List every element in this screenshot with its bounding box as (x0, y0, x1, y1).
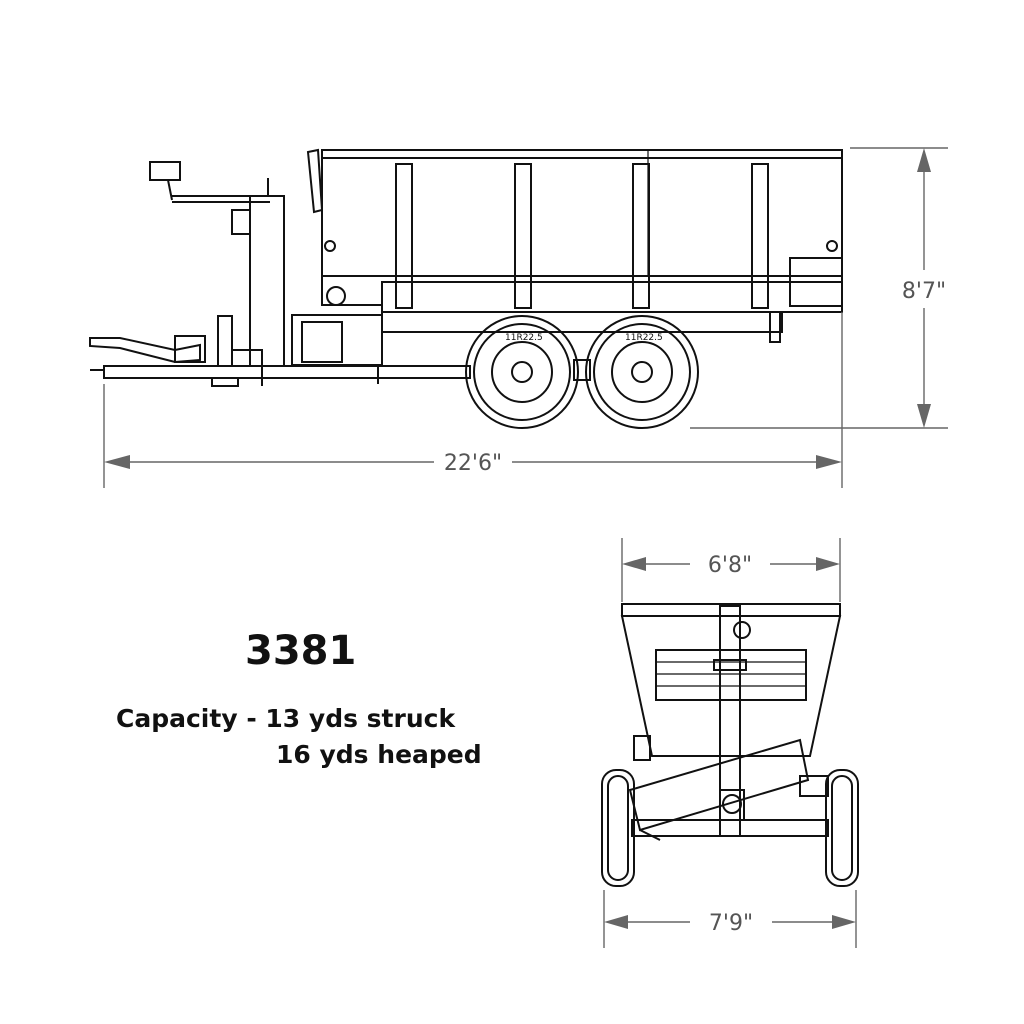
chassis-beam (103, 365, 471, 379)
tire-front: 11R22.5 (465, 315, 579, 429)
frame-rail (381, 311, 783, 333)
axle (631, 819, 829, 837)
dimension-overall-length: 22'6" (103, 312, 843, 488)
engine (291, 314, 383, 366)
model-number: 3381 (245, 628, 357, 674)
tire-rear: 11R22.5 (585, 315, 699, 429)
spinner-deck (628, 738, 810, 832)
dimension-box-width: 6'8" (621, 538, 841, 602)
rear-gearbox (789, 257, 843, 307)
height-label: 8'7" (902, 279, 946, 304)
capacity-heaped: 16 yds heaped (276, 740, 482, 769)
box-post (751, 163, 769, 309)
box-post (395, 163, 413, 309)
pto-driveline (89, 337, 201, 364)
hopper-rear-profile (620, 615, 842, 757)
dimension-overall-height: 8'7" (690, 147, 948, 429)
side-view: 11R22.5 11R22.5 (89, 148, 843, 429)
length-label: 22'6" (444, 451, 502, 476)
control-tower (249, 195, 285, 367)
dimension-overall-width: 7'9" (603, 890, 857, 948)
hand-wheel (149, 161, 181, 181)
tire-left (601, 769, 635, 887)
box-post (632, 163, 650, 309)
tire-size-label: 11R22.5 (505, 333, 543, 343)
rear-view (601, 603, 859, 887)
box-post (514, 163, 532, 309)
capacity-struck: Capacity - 13 yds struck (116, 704, 456, 733)
tire-size-label: 11R22.5 (625, 333, 663, 343)
tire-right (825, 769, 859, 887)
overall-width-label: 7'9" (709, 911, 753, 936)
box-width-label: 6'8" (708, 553, 752, 578)
hopper-top-rail (321, 149, 843, 159)
